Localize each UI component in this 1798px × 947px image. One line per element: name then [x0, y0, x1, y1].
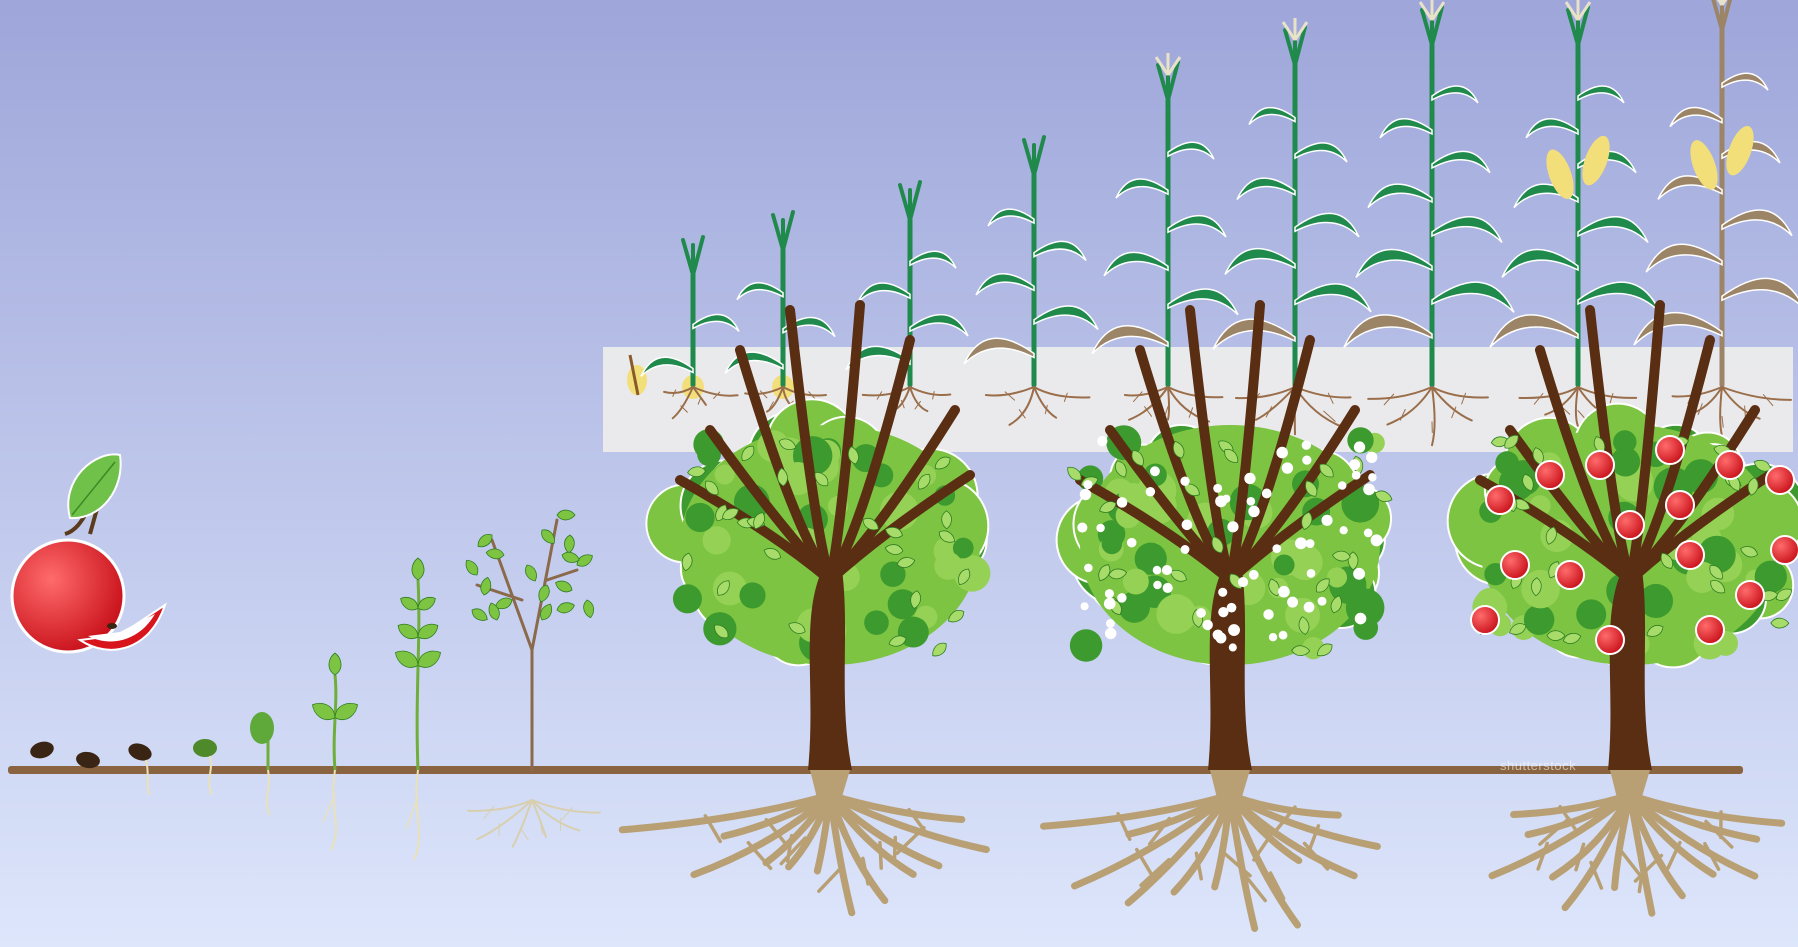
apple-fruit-mark [1656, 436, 1684, 464]
apple-fruit-mark [1716, 451, 1744, 479]
watermark-text: shutterstock [1500, 758, 1576, 773]
apple-fruit-mark [1676, 541, 1704, 569]
apple-fruit-mark [1471, 606, 1499, 634]
apple-fruit-mark [1736, 581, 1764, 609]
stem [334, 675, 336, 770]
apple-fruit-mark [1501, 551, 1529, 579]
apple-fruit-mark [1536, 461, 1564, 489]
apple-fruit-mark [1556, 561, 1584, 589]
apple-fruit-mark [1596, 626, 1624, 654]
apple-fruit-mark [1616, 511, 1644, 539]
apple-fruit-mark [1771, 536, 1798, 564]
apple-fruit-mark [1666, 491, 1694, 519]
apple-fruit-mark [1696, 616, 1724, 644]
apple-fruit-mark [1766, 466, 1794, 494]
apple-fruit-mark [1586, 451, 1614, 479]
apple-fruit-mark [1486, 486, 1514, 514]
